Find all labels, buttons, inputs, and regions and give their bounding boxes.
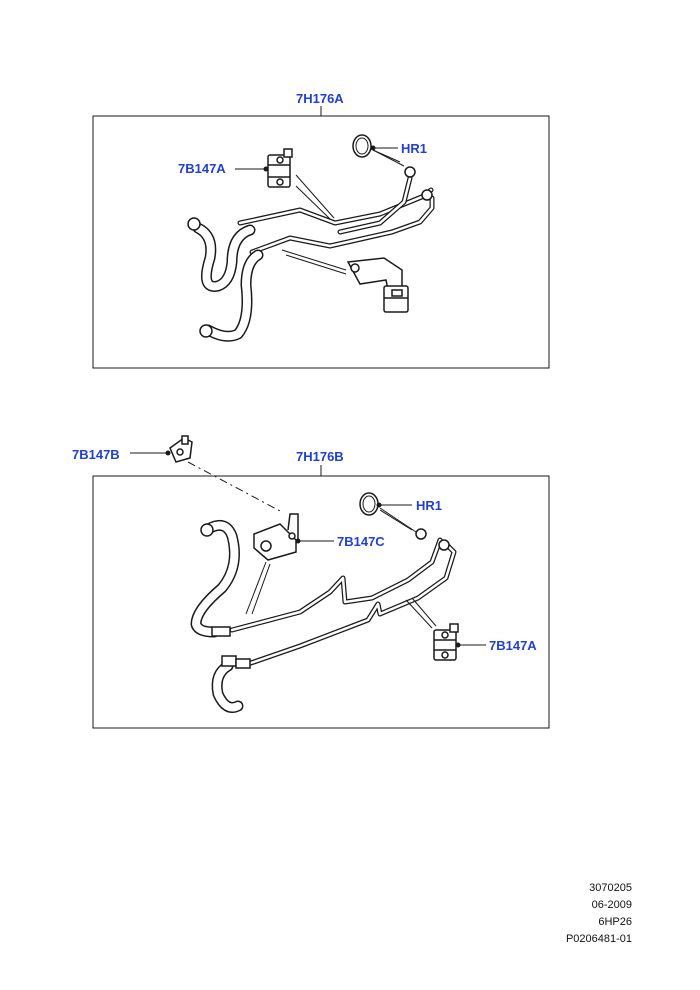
footer-line-3: 6HP26 bbox=[598, 916, 632, 928]
fitting-top-left-upper bbox=[187, 217, 201, 231]
footer-line-2: 06-2009 bbox=[591, 899, 632, 911]
callout-7b147a-bottom: 7B147A bbox=[489, 638, 537, 653]
bracket-top bbox=[346, 257, 409, 313]
leaders-bottom bbox=[130, 452, 486, 646]
title-7h176b: 7H176B bbox=[296, 449, 344, 464]
callout-7b147c: 7B147C bbox=[337, 534, 385, 549]
fitting-top-left-lower bbox=[199, 324, 213, 338]
block-7b147c bbox=[253, 513, 299, 561]
footer-line-1: 3070205 bbox=[589, 882, 632, 894]
callout-hr1-top: HR1 bbox=[401, 141, 428, 156]
title-7h176a: 7H176A bbox=[296, 91, 344, 106]
callout-hr1-bottom: HR1 bbox=[416, 498, 443, 513]
footer-line-4: P0206481-01 bbox=[565, 933, 632, 945]
assembly-frame-bottom bbox=[92, 475, 550, 729]
clip-7b147a-bottom bbox=[433, 623, 459, 661]
clip-7b147b bbox=[169, 435, 193, 463]
callout-7b147b: 7B147B bbox=[72, 447, 120, 462]
assembly-7h176b bbox=[92, 435, 550, 729]
dashed-leader-7b147b bbox=[187, 461, 283, 513]
fitting-top-right-end bbox=[421, 189, 433, 201]
leaders-top bbox=[235, 147, 405, 275]
assembly-7h176a bbox=[92, 106, 550, 369]
fitting-top-hr1-end bbox=[404, 166, 416, 178]
tube-lower-bottom bbox=[245, 541, 457, 667]
clip-7b147a-top bbox=[267, 148, 293, 188]
footer-codes: 3070205 06-2009 6HP26 P0206481-01 bbox=[566, 880, 632, 948]
callout-7b147a-top: 7B147A bbox=[178, 161, 226, 176]
